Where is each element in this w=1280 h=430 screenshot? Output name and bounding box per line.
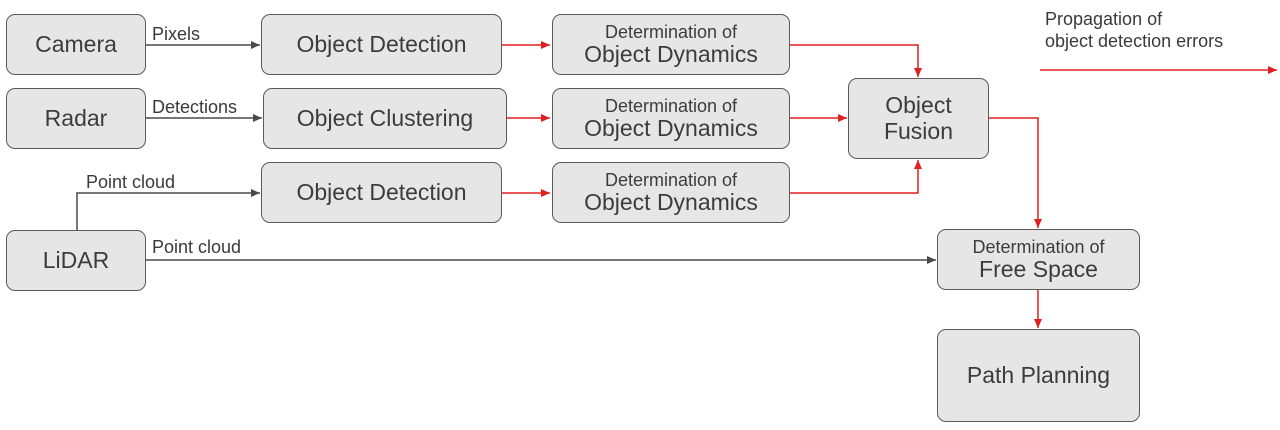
- object-dynamics-sub-1: Determination of: [604, 21, 738, 42]
- object-dynamics-node-3: Determination of Object Dynamics: [552, 162, 790, 223]
- edge-label-point-cloud-free-space: Point cloud: [152, 237, 242, 257]
- arrow-fusion-to-free-space: [989, 117, 1042, 228]
- object-detection-node-1: Object Detection: [261, 14, 502, 75]
- camera-label: Camera: [35, 30, 117, 57]
- radar-label: Radar: [44, 104, 108, 131]
- free-space-node: Determination of Free Space: [937, 229, 1140, 290]
- legend-text: Propagation of object detection errors: [1045, 9, 1223, 52]
- arrow-dynamics-3-to-fusion: [790, 160, 922, 194]
- lidar-node: LiDAR: [6, 230, 146, 291]
- object-dynamics-main-2: Object Dynamics: [584, 114, 758, 141]
- object-dynamics-main-1: Object Dynamics: [584, 40, 758, 67]
- object-fusion-line1: Object: [885, 91, 952, 118]
- object-fusion-line2: Fusion: [883, 117, 954, 144]
- object-dynamics-node-1: Determination of Object Dynamics: [552, 14, 790, 75]
- object-dynamics-main-3: Object Dynamics: [584, 188, 758, 215]
- object-dynamics-sub-3: Determination of: [604, 169, 738, 190]
- free-space-sub: Determination of: [972, 236, 1105, 257]
- object-detection-label-1: Object Detection: [296, 30, 467, 57]
- object-dynamics-sub-2: Determination of: [604, 95, 738, 116]
- path-planning-label: Path Planning: [966, 361, 1111, 388]
- path-planning-node: Path Planning: [937, 329, 1140, 422]
- arrow-lidar-to-detection: [76, 189, 260, 230]
- radar-node: Radar: [6, 88, 146, 149]
- edge-label-detections: Detections: [152, 97, 238, 117]
- object-clustering-label: Object Clustering: [296, 104, 474, 131]
- object-clustering-node: Object Clustering: [263, 88, 507, 149]
- object-detection-node-2: Object Detection: [261, 162, 502, 223]
- lidar-label: LiDAR: [42, 246, 110, 273]
- object-detection-label-2: Object Detection: [296, 178, 467, 205]
- edge-label-pixels: Pixels: [152, 24, 201, 44]
- legend-line1: Propagation of: [1045, 9, 1163, 29]
- edge-label-point-cloud-detection: Point cloud: [86, 172, 176, 192]
- object-dynamics-node-2: Determination of Object Dynamics: [552, 88, 790, 149]
- free-space-main: Free Space: [979, 255, 1098, 282]
- arrow-dynamics-1-to-fusion: [790, 44, 922, 77]
- camera-node: Camera: [6, 14, 146, 75]
- legend-line2: object detection errors: [1045, 30, 1224, 51]
- object-fusion-node: Object Fusion: [848, 78, 989, 159]
